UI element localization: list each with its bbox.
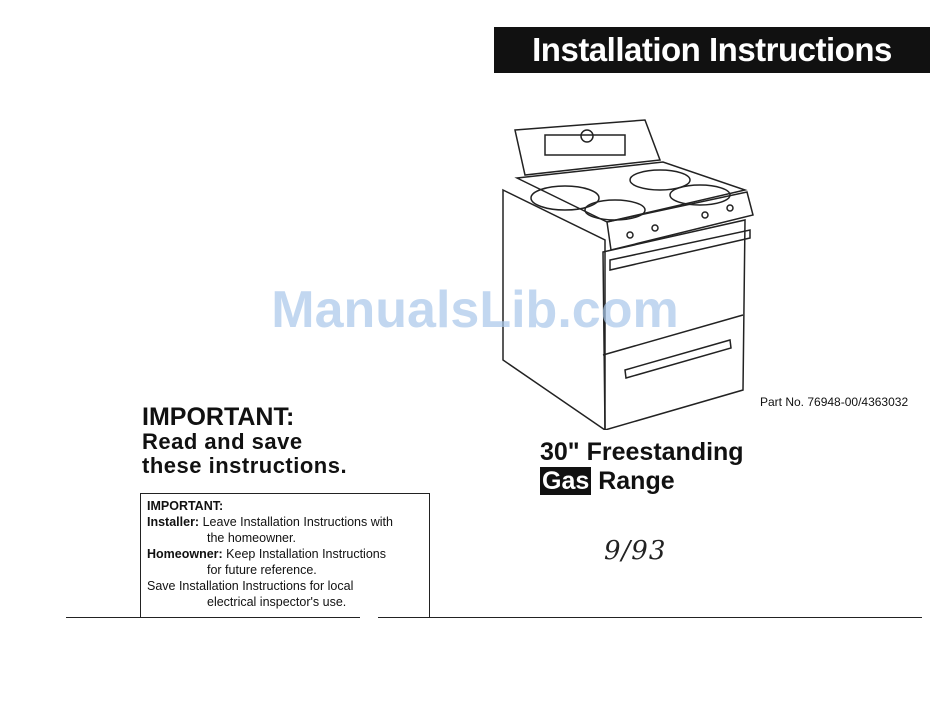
product-title-line2: Gas Range xyxy=(540,467,744,496)
save-line: Save Installation Instructions for local xyxy=(147,579,354,593)
divider-right xyxy=(378,617,922,618)
homeowner-continued: for future reference. xyxy=(207,563,317,577)
these-instructions-line: these instructions. xyxy=(142,453,348,478)
gas-badge: Gas xyxy=(540,467,592,495)
page-title-banner: Installation Instructions xyxy=(494,27,930,73)
product-title: 30" Freestanding Gas Range xyxy=(540,438,744,496)
installer-label: Installer: xyxy=(147,515,200,529)
part-number: Part No. 76948-00/4363032 xyxy=(760,395,909,409)
divider-left xyxy=(66,617,360,618)
installer-line: Installer: Leave Installation Instructio… xyxy=(147,514,423,530)
installer-continued: the homeowner. xyxy=(207,531,296,545)
page-title: Installation Instructions xyxy=(532,31,892,68)
save-continued: electrical inspector's use. xyxy=(207,595,347,609)
notice-box: IMPORTANT: Installer: Leave Installation… xyxy=(140,493,430,617)
important-label: IMPORTANT: xyxy=(142,403,295,431)
notice-heading: IMPORTANT: xyxy=(147,499,224,513)
watermark-text: ManualsLib.com xyxy=(271,281,679,339)
range-word: Range xyxy=(591,467,675,495)
homeowner-line: Homeowner: Keep Installation Instruction… xyxy=(147,546,423,562)
installer-text: Leave Installation Instructions with xyxy=(199,515,393,529)
important-notice-heading: IMPORTANT: Read and save these instructi… xyxy=(142,405,347,478)
gas-range-illustration xyxy=(502,119,754,430)
homeowner-text: Keep Installation Instructions xyxy=(222,547,386,561)
read-save-line: Read and save xyxy=(142,429,303,454)
product-title-line1: 30" Freestanding xyxy=(540,438,744,466)
handwritten-date: 9/93 xyxy=(604,536,667,566)
homeowner-label: Homeowner: xyxy=(147,547,223,561)
